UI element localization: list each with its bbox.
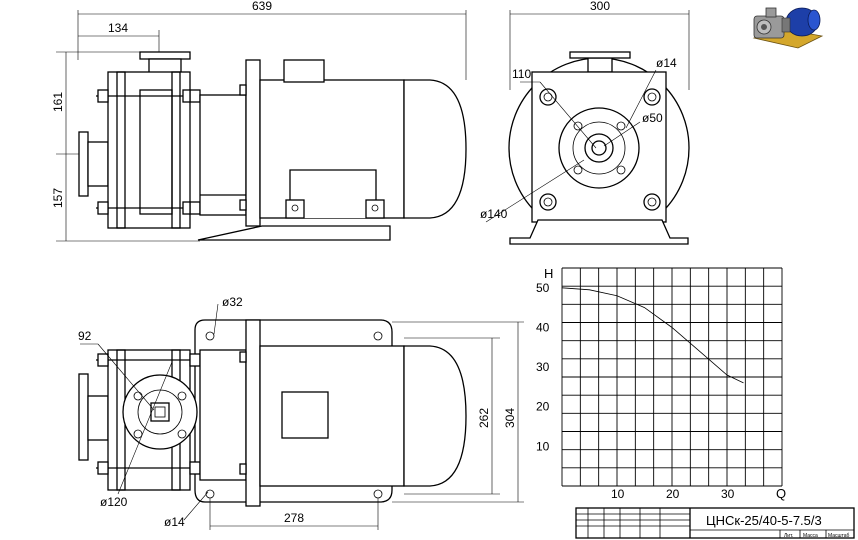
- y-tick-label: 10: [536, 439, 550, 453]
- plan-view: ø32 92 ø120 ø14 278 262 304: [78, 295, 524, 530]
- dim-d50: ø50: [642, 111, 663, 125]
- dim-639: 639: [252, 0, 272, 13]
- x-tick-label: 20: [666, 487, 680, 501]
- title-col-scale: Масштаб: [828, 533, 850, 539]
- dim-92: 92: [78, 329, 92, 343]
- chart-grid: [561, 267, 783, 487]
- y-tick-label: 40: [536, 320, 550, 334]
- x-tick-label: 10: [611, 487, 625, 501]
- dim-262: 262: [477, 408, 491, 428]
- thumbnail-outlet: [765, 7, 777, 18]
- y-tick-label: 50: [536, 281, 550, 295]
- dim-d32: ø32: [222, 295, 243, 309]
- front-view: 300 110 ø14 ø50 ø140: [480, 0, 690, 245]
- dim-d120: ø120: [100, 495, 128, 509]
- side-view: 639 134 161 157: [51, 0, 467, 242]
- axis-label-h: H: [544, 266, 553, 281]
- dim-110: 110: [512, 67, 531, 81]
- dim-d140: ø140: [480, 207, 508, 221]
- thumbnail-coupling: [781, 17, 791, 33]
- dim-304: 304: [503, 408, 517, 428]
- dim-157: 157: [51, 188, 65, 208]
- performance-chart: 10 20 30 10 20 30 40 50 H Q: [536, 266, 786, 501]
- dim-134: 134: [108, 21, 128, 35]
- dim-278: 278: [284, 511, 304, 525]
- y-tick-label: 20: [536, 400, 550, 414]
- x-tick-label: 30: [721, 487, 735, 501]
- head-curve: [561, 287, 744, 384]
- dim-300: 300: [590, 0, 610, 13]
- pump-3d-thumbnail: [752, 7, 824, 49]
- title-model: ЦНСк-25/40-5-7.5/3: [706, 513, 822, 528]
- title-block: ЦНСк-25/40-5-7.5/3 Лит. Масса Масштаб: [575, 507, 855, 539]
- axis-label-q: Q: [776, 486, 786, 501]
- y-tick-label: 30: [536, 360, 550, 374]
- dim-d14-front: ø14: [656, 56, 677, 70]
- chart-ticks: 10 20 30 10 20 30 40 50: [536, 281, 735, 501]
- thumbnail-flange-hole: [761, 24, 767, 30]
- dim-d14-plan: ø14: [164, 515, 185, 529]
- thumbnail-motor-cap: [807, 9, 821, 31]
- dim-161: 161: [51, 92, 65, 112]
- title-col-mass: Масса: [803, 533, 818, 539]
- title-col-lit: Лит.: [784, 533, 793, 539]
